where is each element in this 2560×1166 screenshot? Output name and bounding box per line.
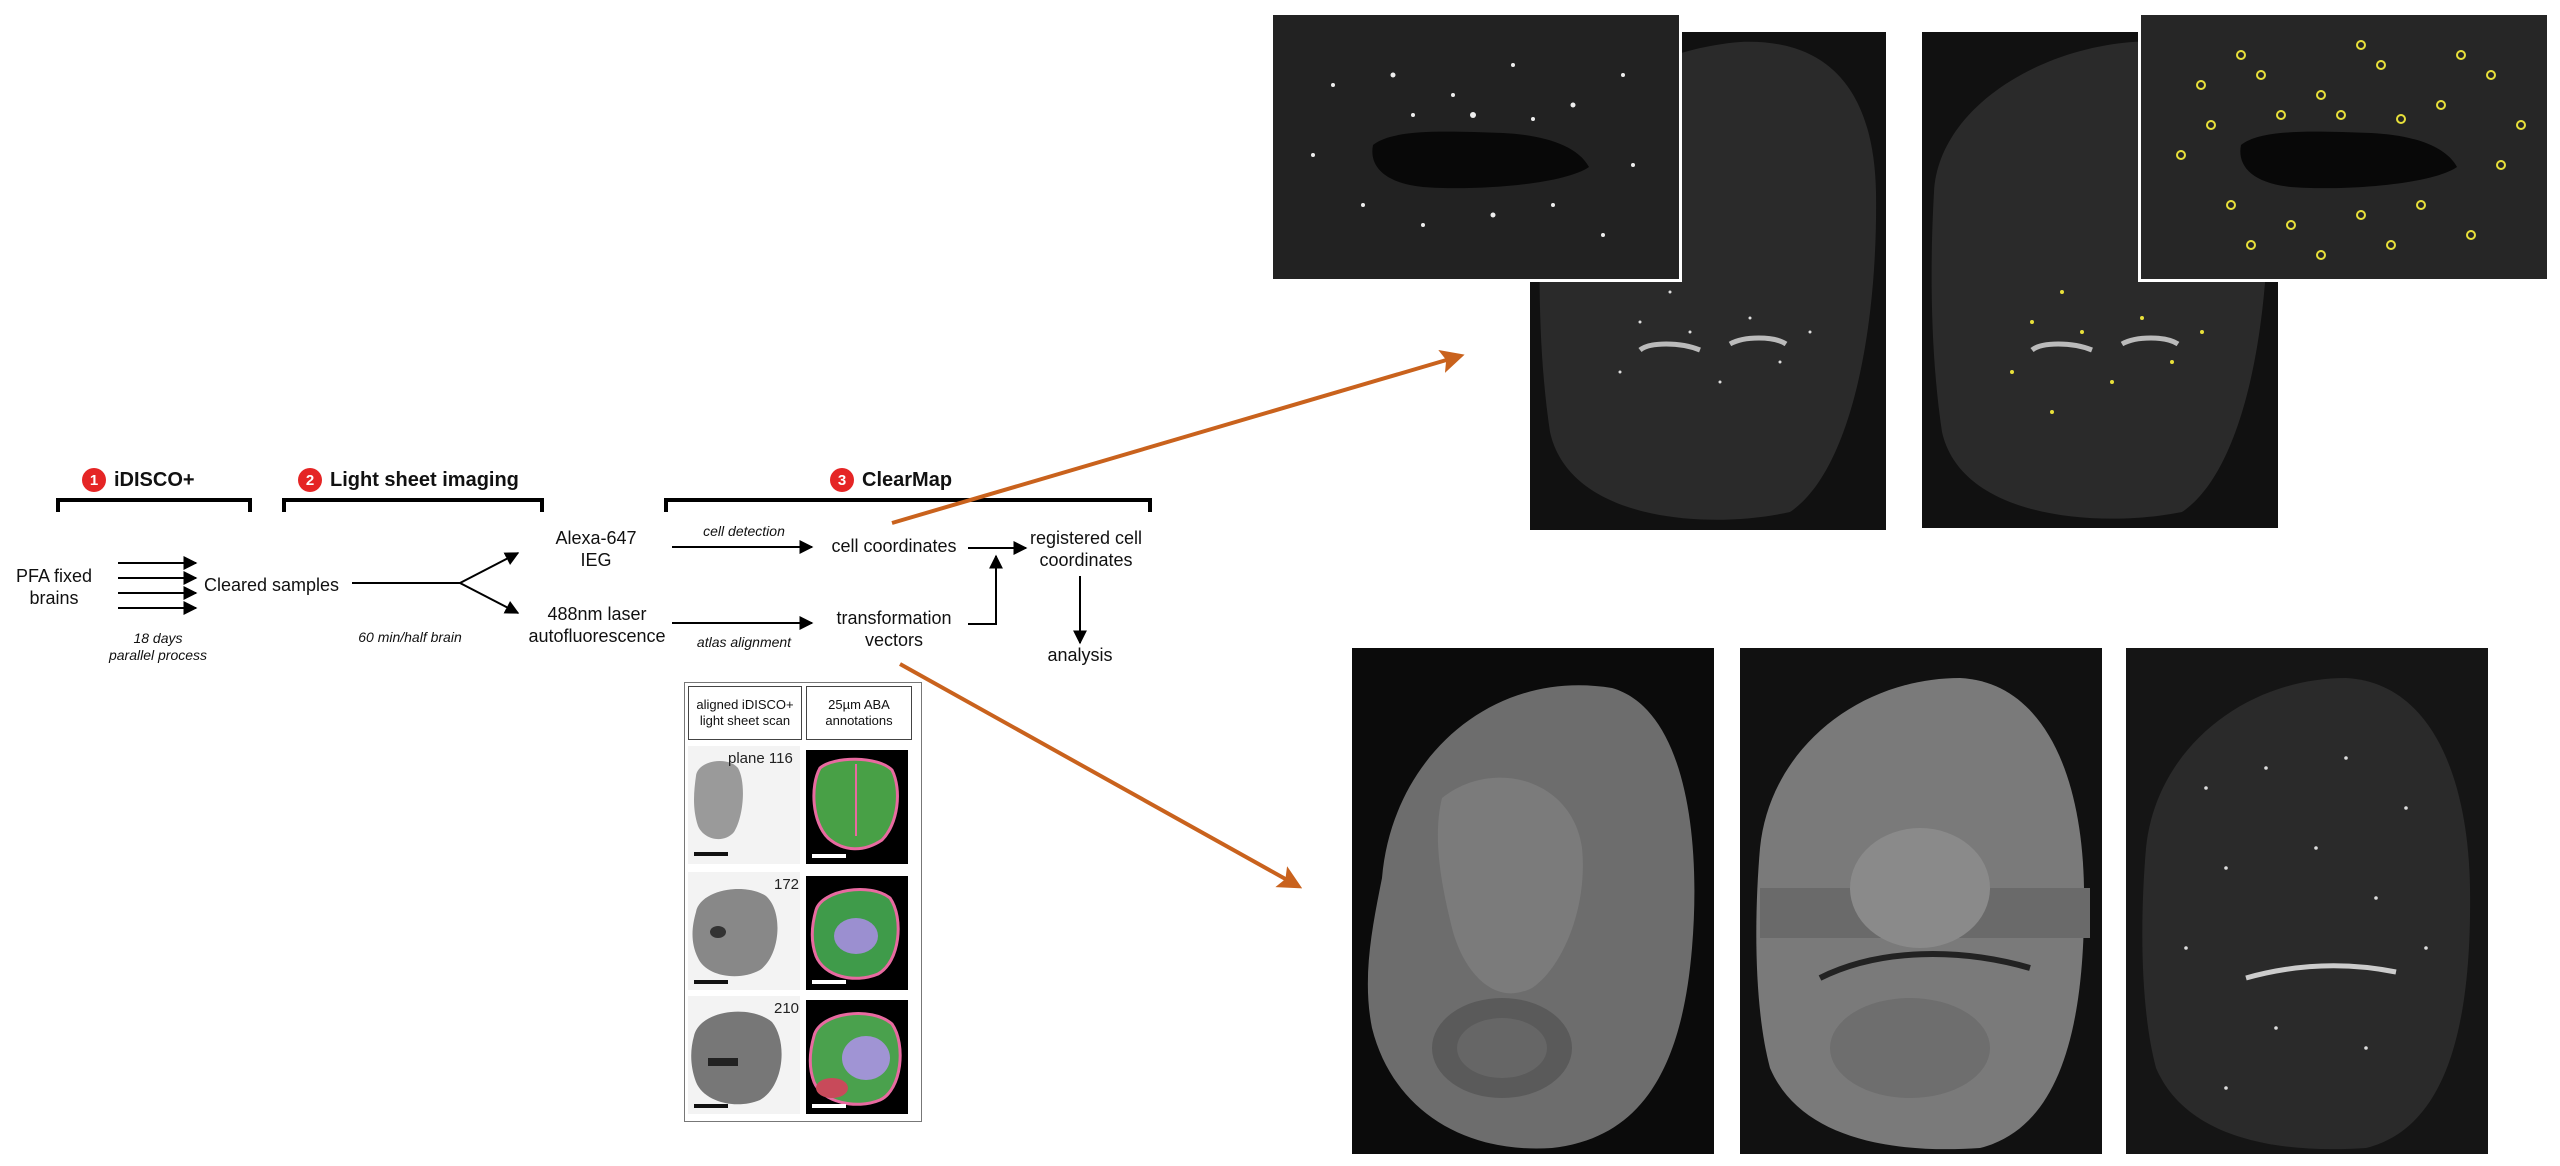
node-text: registered cell	[1029, 528, 1143, 548]
node-text: Alexa-647	[555, 528, 637, 548]
annotation-atlas-image	[806, 1000, 908, 1114]
annotation-cell-detection: cell detection	[703, 523, 785, 539]
annotation-text: parallel process	[108, 646, 208, 663]
node-text: transformation	[836, 608, 952, 628]
node-transformation-vectors: transformation vectors	[826, 608, 962, 651]
plane-label: plane 116	[728, 750, 793, 767]
node-registered-coordinates: registered cell coordinates	[1026, 528, 1146, 571]
grid-header-text: light sheet scan	[699, 713, 791, 728]
transform-to-registered-arrow	[968, 554, 1003, 625]
brain-ieg-signal	[2126, 648, 2488, 1154]
aligned-scan-image	[688, 746, 800, 864]
brain-autofluorescence-raw	[1740, 648, 2102, 1154]
stage-idisco-title: 1 iDISCO+	[82, 468, 195, 492]
node-text: brains	[29, 587, 79, 608]
grid-header-text: annotations	[825, 713, 893, 728]
annotation-18-days: 18 days parallel process	[90, 630, 226, 664]
grid-header-text: aligned iDISCO+	[696, 696, 794, 712]
stage-title-text: iDISCO+	[114, 468, 195, 491]
bracket-lightsheet	[282, 498, 544, 512]
bracket-clearmap	[664, 498, 1152, 512]
plane-label: 172	[774, 876, 800, 893]
raw-inset-zoom	[1270, 12, 1682, 282]
annotation-text: 18 days	[133, 630, 183, 646]
annotation-atlas-image	[806, 876, 908, 990]
branch-down-arrow	[459, 582, 520, 614]
stage-title-text: ClearMap	[862, 468, 953, 491]
plane-label: 210	[774, 1000, 800, 1017]
orange-arrow-bottom	[899, 662, 1303, 889]
node-alexa-ieg: Alexa-647 IEG	[540, 528, 652, 571]
node-text: 488nm laser	[547, 604, 647, 624]
bracket-idisco	[56, 498, 252, 512]
grid-header-text: 25µm ABA	[828, 696, 890, 712]
stage-number-badge: 1	[82, 468, 106, 492]
node-text: autofluorescence	[528, 625, 666, 646]
node-text: IEG	[580, 549, 612, 570]
detected-inset-zoom	[2138, 12, 2550, 282]
node-text: PFA fixed	[15, 566, 93, 586]
node-pfa-brains: PFA fixed brains	[10, 566, 98, 609]
annotation-atlas-image	[806, 750, 908, 864]
brain-autofluorescence-smooth	[1352, 648, 1714, 1154]
node-cleared-samples: Cleared samples	[204, 575, 340, 595]
stage-number-badge: 3	[830, 468, 854, 492]
annotation-imaging-time: 60 min/half brain	[358, 629, 462, 645]
node-488nm-laser: 488nm laser autofluorescence	[524, 604, 670, 647]
stage-lightsheet-title: 2 Light sheet imaging	[298, 468, 519, 492]
grid-header-scan: aligned iDISCO+light sheet scan	[688, 686, 802, 740]
orange-arrow-top	[891, 349, 1465, 525]
node-text: vectors	[864, 629, 924, 650]
stage-number-badge: 2	[298, 468, 322, 492]
node-text: coordinates	[1039, 549, 1133, 570]
aligned-scan-image	[688, 996, 800, 1114]
annotation-atlas-alignment: atlas alignment	[696, 634, 792, 650]
node-analysis: analysis	[1047, 645, 1113, 665]
node-cell-coordinates: cell coordinates	[831, 536, 957, 556]
branch-up-arrow	[459, 552, 520, 584]
stage-title-text: Light sheet imaging	[330, 468, 519, 491]
stage-clearmap-title: 3 ClearMap	[830, 468, 952, 492]
aligned-scan-image	[688, 872, 800, 990]
